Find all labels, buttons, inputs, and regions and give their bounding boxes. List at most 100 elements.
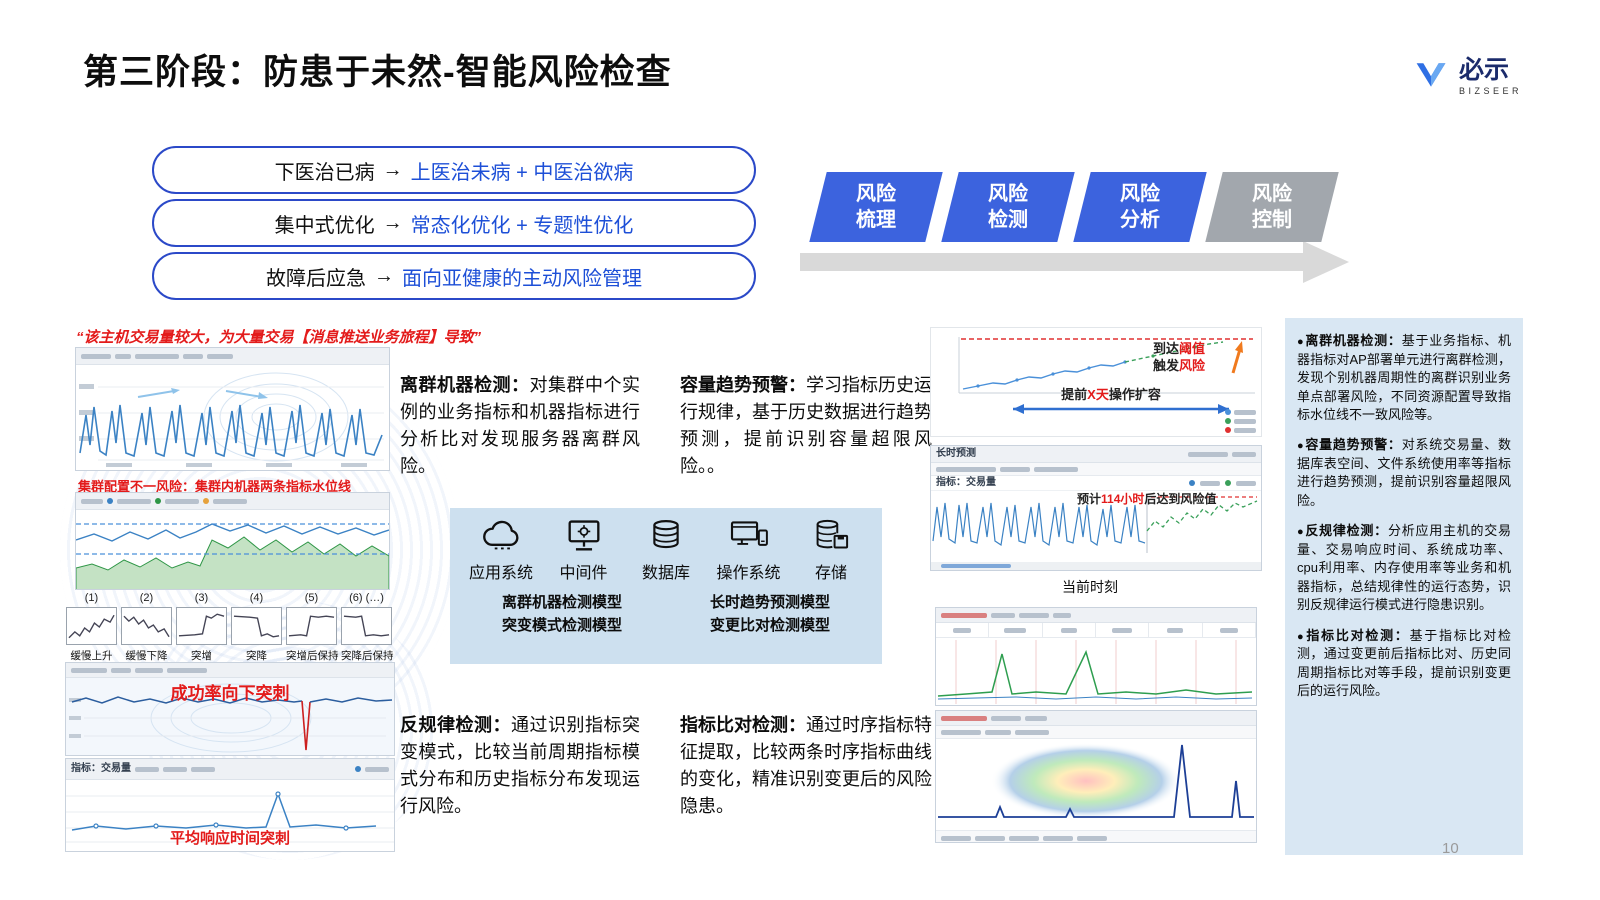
summary-panel: ●离群机器检测：基于业务指标、机器指标对AP部署单元进行离群检测，发现个别机器周…: [1285, 318, 1523, 855]
summary-outlier: ●离群机器检测：基于业务指标、机器指标对AP部署单元进行离群检测，发现个别机器周…: [1297, 333, 1511, 422]
pill-optimize: 集中式优化 → 常态化优化 + 专题性优化: [152, 199, 756, 247]
forecast-metric-label: 指标：交易量: [936, 477, 996, 488]
trend-plot: [958, 337, 1255, 394]
middleware-icon: [562, 520, 606, 556]
item-os: 操作系统: [710, 518, 788, 583]
pattern-surge-hold: (5) 突增后保持: [286, 592, 339, 662]
forecast-risk-annotation: 预计114小时后达到风险值: [1077, 492, 1217, 506]
outlier-detection-text: 离群机器检测：对集群中个实例的业务指标和机器指标进行分析比对发现服务器离群风险。: [400, 372, 640, 480]
capacity-desc: 学习指标历史运行规律，基于历史数据进行趋势预测，提前识别容量超限风险。。: [680, 375, 932, 476]
forecast-toolbar: [931, 463, 1261, 476]
change-compare-chart-2: [935, 710, 1257, 843]
item-app-system: 应用系统: [462, 518, 540, 583]
compare1-plot: [937, 640, 1253, 704]
waterline-chart: [75, 492, 390, 590]
item-middleware: 中间件: [545, 518, 623, 583]
outlier-term: 离群机器检测：: [400, 375, 530, 395]
pill-emergency-arrow: →: [374, 264, 394, 287]
bullet-dot: ●: [1297, 440, 1305, 453]
bullet-dot: ●: [1297, 630, 1306, 643]
success-rate-chart: 成功率向下突刺: [65, 662, 395, 756]
pill-cure: 下医治已病 → 上医治未病 + 中医治欲病: [152, 146, 756, 194]
compare1-titlebar: [936, 608, 1256, 623]
forecast-scrollbar[interactable]: [931, 562, 1261, 570]
pill-cure-prefix: 下医治已病: [274, 161, 375, 184]
brand-logo: 必示 BIZSEER: [1411, 56, 1522, 97]
expand-window-arrow: [1001, 402, 1241, 420]
forecast-plot: [932, 495, 1258, 553]
flow-arrow-head: [1303, 241, 1349, 283]
model-box: 应用系统 中间件 数据库 操作系统: [450, 508, 882, 664]
chart-toolbar: [66, 663, 394, 678]
compare-term: 指标比对检测：: [680, 715, 806, 735]
current-time-label: 当前时刻: [1062, 579, 1118, 595]
summary-capacity: ●容量趋势预警：对系统交易量、数据库表空间、文件系统使用率等指标进行趋势预测，提…: [1297, 437, 1511, 508]
host-trade-quote: “该主机交易量较大，为大量交易【消息推送业务旅程】导致”: [76, 329, 482, 346]
step-risk-control: 风险控制: [1205, 172, 1339, 242]
summary-compare: ●指标比对检测：基于指标比对检测，通过变更前后指标比对、历史同周期指标比对等手段…: [1297, 627, 1511, 699]
periodic-traffic-plot: [79, 372, 384, 467]
success-rate-plot: [69, 683, 393, 753]
pill-optimize-highlight: 常态化优化 + 专题性优化: [410, 214, 634, 237]
expand-ahead-label: 提前X天操作扩容: [1061, 387, 1161, 402]
summary-antiregular: ●反规律检测：分析应用主机的交易量、交易响应时间、系统成功率、cpu利用率、内存…: [1297, 523, 1511, 613]
pill-cure-highlight: 上医治未病 + 中医治欲病: [410, 161, 634, 184]
pill-emergency-highlight: 面向亚健康的主动风险管理: [402, 267, 642, 290]
compare2-plot: [938, 743, 1254, 819]
metric-label: 指标：交易量: [71, 763, 131, 774]
antiregular-detection-text: 反规律检测：通过识别指标突变模式，比较当前周期指标模式分布和历史指标分布发现运行…: [400, 712, 640, 820]
brand-subname: BIZSEER: [1458, 85, 1522, 96]
step-risk-detection: 风险检测: [941, 172, 1075, 242]
chart-toolbar: [76, 348, 389, 365]
flow-arrow-bar: [800, 253, 1305, 271]
storage-icon: [809, 519, 853, 556]
step-risk-analysis: 风险分析: [1073, 172, 1207, 242]
brand-name: 必示: [1458, 55, 1509, 84]
pattern-plunge: (4) 突降: [231, 592, 282, 663]
pattern-slow-up: (1) 缓慢上升: [66, 592, 117, 663]
waterline-plot: [76, 523, 389, 589]
compare1-table-row: [936, 623, 1256, 638]
pill-emergency-prefix: 故障后应急: [266, 267, 366, 290]
compare-desc: 通过时序指标特征提取，比较两条时序指标曲线的变化，精准识别变更后的风险隐患。: [680, 715, 932, 816]
pill-cure-arrow: →: [382, 158, 403, 181]
os-icon: [727, 521, 771, 556]
long-term-forecast-chart: 长时预测 指标：交易量 预计114小时后达到风险值: [930, 445, 1262, 571]
cluster-config-risk-label: 集群配置不一风险：集群内机器两条指标水位线: [78, 479, 352, 494]
response-time-plot: [66, 791, 394, 843]
compare2-axis-row: [936, 830, 1256, 842]
bullet-dot: ●: [1297, 526, 1305, 539]
risk-process-steps: 风险梳理 风险检测 风险分析 风险控制: [809, 172, 1339, 242]
forecast-titlebar: 长时预测: [931, 446, 1261, 463]
trend-chart-legend: [1225, 409, 1256, 433]
chart-toolbar: 指标：交易量: [66, 759, 394, 780]
threshold-annotation: 到达阈值 触发风险: [1153, 341, 1206, 373]
outlier-desc: 对集群中个实例的业务指标和机器指标进行分析比对发现服务器离群风险。: [400, 375, 640, 476]
compare-detection-text: 指标比对检测：通过时序指标特征提取，比较两条时序指标曲线的变化，精准识别变更后的…: [680, 712, 932, 820]
change-compare-chart-1: [935, 607, 1257, 706]
database-icon: [644, 520, 688, 556]
pattern-surge: (3) 突增: [176, 592, 227, 663]
chart-legend-bar: [76, 493, 389, 510]
mutation-pattern-row: (1) 缓慢上升 (2) 缓慢下降 (3) 突增 (4) 突降 (5) 突增后保…: [66, 592, 394, 663]
cloud-icon: [479, 520, 523, 556]
item-storage: 存储: [792, 518, 870, 583]
model-col-left: 离群机器检测模型 突变模式检测模型: [501, 594, 622, 635]
page-title: 第三阶段：防患于未然-智能风险检查: [83, 53, 672, 92]
pill-emergency: 故障后应急 → 面向亚健康的主动风险管理: [152, 252, 756, 300]
model-col-right: 长时趋势预测模型 变更比对检测模型: [709, 594, 830, 635]
bullet-dot: ●: [1297, 336, 1305, 348]
pattern-plunge-hold: (6) (…) 突降后保持: [341, 592, 394, 662]
step-risk-sorting: 风险梳理: [809, 172, 943, 242]
capacity-warning-text: 容量趋势预警：学习指标历史运行规律，基于历史数据进行趋势预测，提前识别容量超限风…: [680, 372, 932, 480]
forecast-title: 长时预测: [936, 448, 976, 459]
compare2-titlebar: [936, 711, 1256, 726]
capacity-trend-chart: 到达阈值 触发风险 提前X天操作扩容: [930, 327, 1262, 437]
antiregular-desc: 通过识别指标突变模式，比较当前周期指标模式分布和历史指标分布发现运行风险。: [400, 715, 640, 816]
item-database: 数据库: [627, 518, 705, 583]
response-spike-label: 平均响应时间突刺: [169, 830, 290, 847]
response-time-chart: 指标：交易量 平均响应时间突刺: [65, 758, 395, 852]
page-number: 10: [1442, 840, 1459, 857]
pattern-slow-down: (2) 缓慢下降: [121, 592, 172, 663]
